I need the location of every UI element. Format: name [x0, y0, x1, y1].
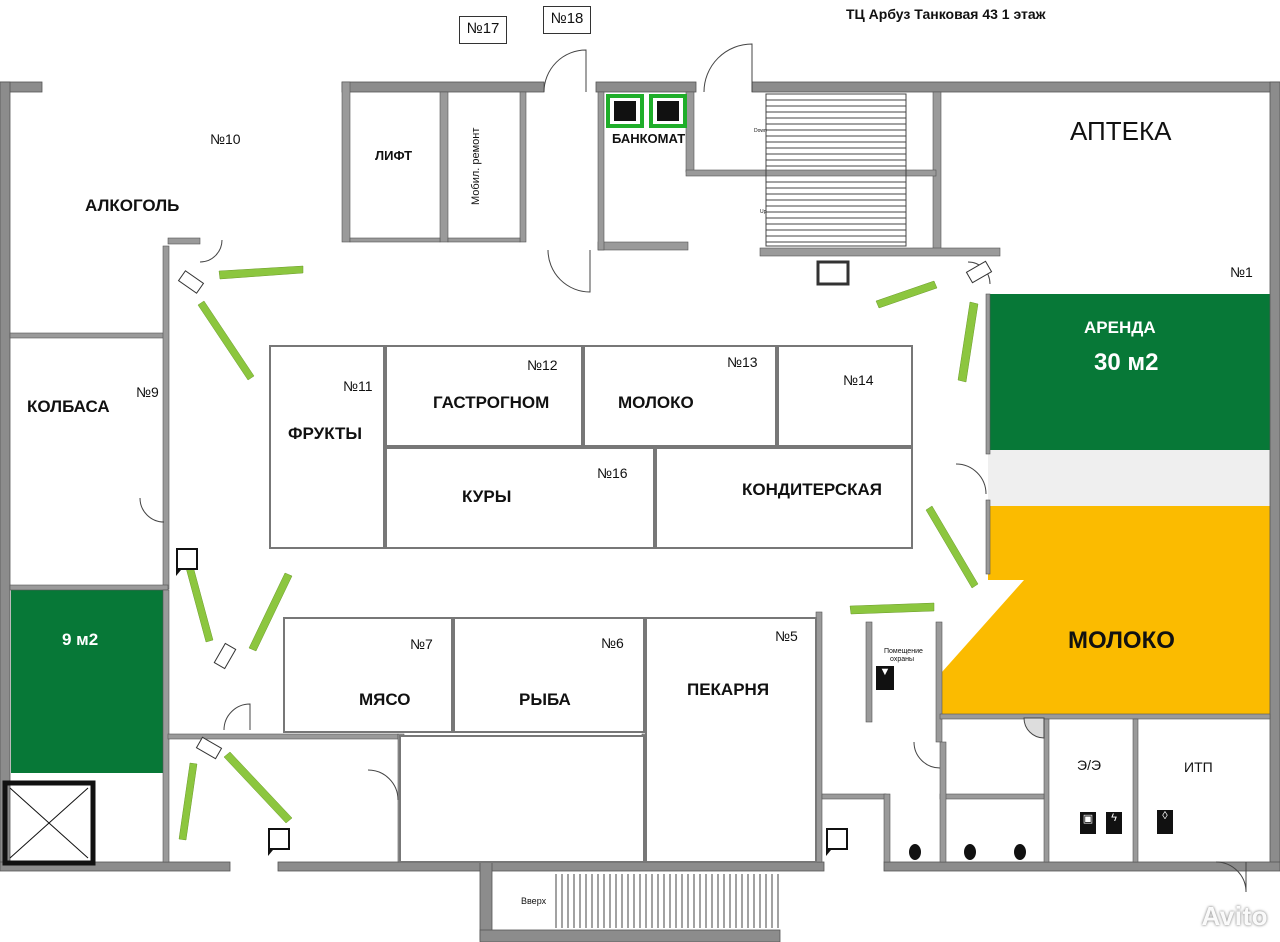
n1-label: №1 [1230, 264, 1253, 280]
emergency-exit-icon-2 [826, 828, 848, 856]
phone-icon [176, 548, 198, 576]
milk-big-label: МОЛОКО [1068, 627, 1175, 654]
central-island [269, 345, 913, 549]
n10-label: №10 [210, 131, 241, 147]
security-label-1: Помещение [884, 648, 923, 655]
shield-icon: ▼ [876, 666, 894, 690]
alcohol-label: АЛКОГОЛЬ [85, 196, 180, 215]
stairs-down-label: Down [754, 128, 767, 134]
sausage-label: КОЛБАСА [27, 397, 110, 416]
lift-shaft [2, 780, 96, 866]
electric-label: Э/Э [1077, 757, 1102, 773]
valve-icon: ◊ [1157, 810, 1173, 834]
fish-label: РЫБА [519, 690, 571, 709]
camera-markers [178, 265, 979, 841]
security-label-2: охраны [890, 656, 914, 663]
meter-icon: ▣ [1080, 812, 1096, 834]
milk-area-yellow [942, 506, 1270, 714]
meat-label: МЯСО [359, 690, 411, 709]
confectionery-label: КОНДИТЕРСКАЯ [742, 480, 882, 499]
n14-label: №14 [843, 372, 874, 388]
repair-label: Мобил. ремонт [470, 127, 482, 205]
avito-watermark: Avito [1201, 901, 1268, 931]
itp-label: ИТП [1184, 759, 1213, 775]
plan-title: ТЦ Арбуз Танковая 43 1 этаж [846, 6, 1046, 22]
milk-label: МОЛОКО [618, 393, 694, 412]
doors [139, 43, 1247, 893]
rent-area-9 [11, 590, 167, 773]
box-n17: №17 [459, 16, 507, 44]
staircase-bottom [555, 874, 779, 928]
rent-area-gap [988, 450, 1270, 506]
up-label: Вверх [521, 896, 547, 906]
rent-area-30 [988, 294, 1270, 450]
bakery-label: ПЕКАРНЯ [687, 680, 770, 699]
n11-label: №11 [343, 378, 373, 394]
toilet-icons [909, 844, 1026, 860]
fruits-label: ФРУКТЫ [288, 424, 363, 443]
atm-label: БАНКОМАТ [612, 131, 686, 146]
vent-box [816, 260, 850, 286]
n6-label: №6 [601, 635, 624, 651]
n7-label: №7 [410, 636, 433, 652]
box-n18: №18 [543, 6, 591, 34]
south-shops [283, 617, 817, 863]
staircase-top [765, 93, 907, 247]
n16-label: №16 [597, 465, 628, 481]
small-area-label: 9 м2 [62, 630, 99, 649]
pharmacy-label: АПТЕКА [1070, 116, 1172, 146]
chicken-label: КУРЫ [462, 487, 512, 506]
n9-label: №9 [136, 384, 159, 400]
camera-devices [177, 260, 993, 760]
stairs-up-label: Up [760, 209, 767, 215]
gastronom-label: ГАСТРОГНОМ [433, 393, 550, 412]
n12-label: №12 [527, 357, 558, 373]
emergency-exit-icon [268, 828, 290, 856]
rent-area-label: 30 м2 [1094, 349, 1159, 376]
rent-label: АРЕНДА [1084, 318, 1156, 337]
atm-icons [606, 94, 687, 128]
lightning-icon: ϟ [1106, 812, 1122, 834]
n13-label: №13 [727, 354, 758, 370]
n5-label: №5 [775, 628, 798, 644]
lift-label: ЛИФТ [375, 148, 413, 163]
